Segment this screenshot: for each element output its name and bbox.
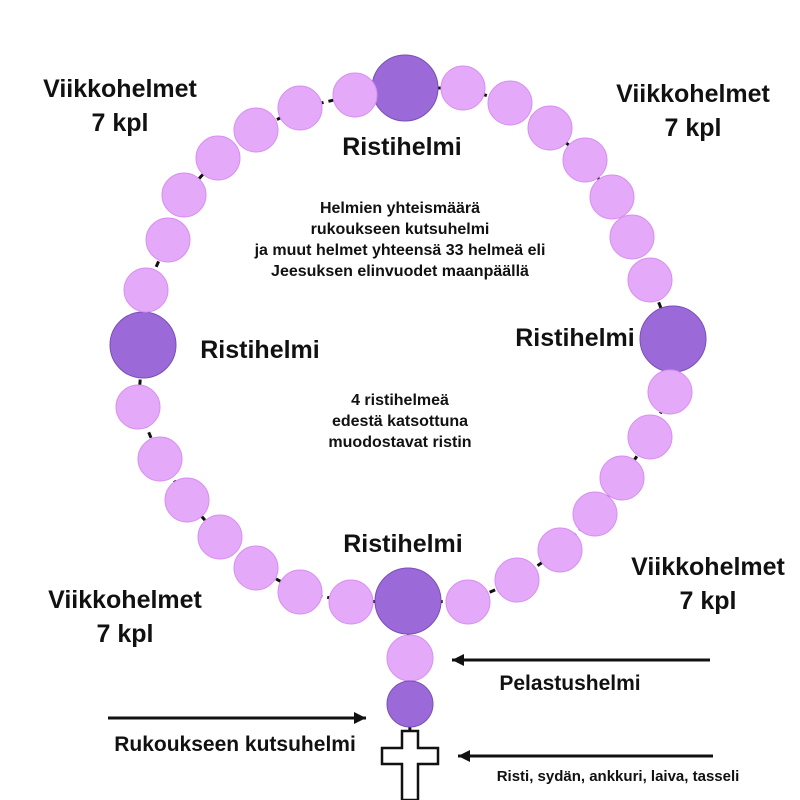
info-line: rukoukseen kutsuhelmi [310,221,490,238]
week-bead [332,72,378,118]
info-line: 4 ristihelmeä [351,392,449,409]
week-bead [440,65,486,111]
week-bead [197,514,243,560]
week-bead [164,477,210,523]
center-info-top: Helmien yhteismäärä rukoukseen kutsuhelm… [200,198,600,282]
week-bead [328,579,374,625]
arrows [108,654,713,762]
week-bead [627,257,673,303]
cross-bead [371,54,439,122]
week-bead [137,436,183,482]
week-bead [115,384,161,430]
pendant-label: Risti, sydän, ankkuri, laiva, tasseli [496,768,740,785]
week-beads-count: 7 kpl [664,114,722,142]
week-beads-label-bottom-left: Viikkohelmet 7 kpl [20,583,230,651]
week-bead [145,217,191,263]
info-line: ja muut helmet yhteensä 33 helmeä eli [254,242,546,259]
cross-bead-label-bottom: Ristihelmi [343,530,463,558]
cross-bead [109,311,177,379]
week-bead [599,455,645,501]
info-line: Helmien yhteismäärä [319,200,481,217]
arrow-pendant-head [458,750,470,762]
week-bead [627,414,673,460]
cross-bead-label-right: Ristihelmi [515,324,635,352]
week-bead [527,105,573,151]
week-bead [609,214,655,260]
bead-ring [109,54,707,635]
invitation-bead-label: Rukoukseen kutsuhelmi [114,733,356,756]
week-beads-title: Viikkohelmet [616,80,770,108]
arrow-salvation-head [452,654,464,666]
week-bead [537,527,583,573]
center-info-bottom: 4 ristihelmeä edestä katsottuna muodosta… [260,390,540,453]
week-bead [123,267,169,313]
week-bead [161,172,207,218]
week-bead [233,545,279,591]
cross-icon [380,729,440,800]
week-bead [562,137,608,183]
salvation-bead-label: Pelastushelmi [499,672,641,695]
week-bead [277,85,323,131]
week-bead [233,107,279,153]
week-bead [445,579,491,625]
invitation-bead [386,680,434,728]
week-beads-title: Viikkohelmet [631,553,785,581]
salvation-bead [386,634,434,682]
arrow-invitation-head [354,712,366,724]
week-beads-title: Viikkohelmet [48,586,202,614]
week-bead [589,174,635,220]
week-bead [195,135,241,181]
week-beads-title: Viikkohelmet [43,75,197,103]
info-line: Jeesuksen elinvuodet maanpäällä [271,263,529,280]
pendant-chain [380,634,440,800]
week-beads-count: 7 kpl [96,620,154,648]
week-beads-label-top-left: Viikkohelmet 7 kpl [15,72,225,140]
cross-bead-label-top: Ristihelmi [342,133,462,161]
week-bead [487,80,533,126]
cross-bead-label-left: Ristihelmi [200,336,320,364]
week-bead [494,557,540,603]
cross-bead [374,567,442,635]
info-line: muodostavat ristin [328,434,472,451]
week-bead [277,569,323,615]
week-beads-label-top-right: Viikkohelmet 7 kpl [588,77,798,145]
week-bead [647,369,693,415]
week-beads-count: 7 kpl [679,587,737,615]
week-beads-count: 7 kpl [91,109,149,137]
week-beads-label-bottom-right: Viikkohelmet 7 kpl [603,550,800,618]
info-line: edestä katsottuna [331,413,469,430]
week-bead [572,491,618,537]
